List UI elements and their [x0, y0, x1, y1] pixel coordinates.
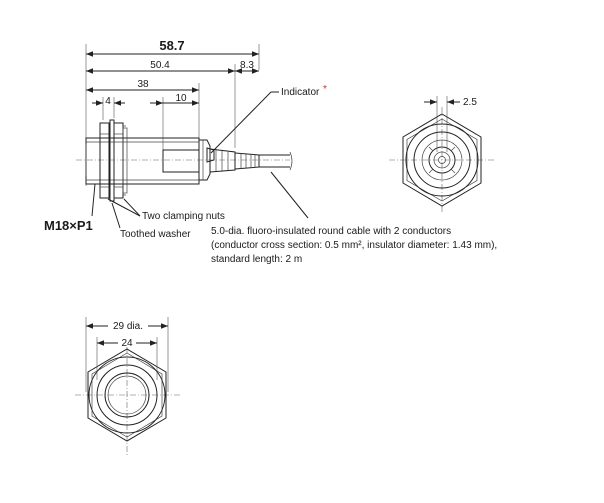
dim-outer-dia: 29 dia. — [113, 321, 143, 332]
rear-housing — [162, 149, 200, 173]
dim-body-length: 50.4 — [150, 60, 170, 71]
side-view: 58.7 50.4 8.3 38 4 10 — [44, 38, 497, 265]
dim-nut-offset: 10 — [175, 93, 187, 104]
end-view-rear: 2.5 — [389, 96, 496, 214]
indicator-asterisk: * — [323, 84, 327, 95]
cable-description-line2: (conductor cross section: 0.5 mm², insul… — [211, 240, 497, 251]
cable-description-line1: 5.0-dia. fluoro-insulated round cable wi… — [211, 226, 451, 237]
cable-description-line3: standard length: 2 m — [211, 254, 302, 265]
threaded-body — [85, 137, 200, 185]
sensing-face — [104, 372, 150, 418]
clamping-nuts-label: Two clamping nuts — [142, 211, 225, 222]
rear-hex-nut — [402, 113, 482, 207]
dim-washer-width: 4 — [105, 96, 111, 107]
indicator-label: Indicator — [281, 87, 320, 98]
dim-cable-section: 8.3 — [240, 60, 254, 71]
clamping-nut-front — [99, 122, 110, 199]
toothed-washer — [109, 119, 115, 202]
toothed-washer-label: Toothed washer — [120, 229, 191, 240]
rear-cable-outlet — [428, 146, 456, 174]
end-view-front: 29 dia. 24 — [75, 317, 180, 455]
dim-thread-length: 38 — [137, 79, 149, 90]
cable — [259, 154, 290, 168]
dim-indicator-offset: 2.5 — [463, 97, 477, 108]
front-hex-nut — [87, 348, 167, 442]
cable-gland — [209, 148, 260, 173]
dim-inner-dia: 24 — [121, 338, 133, 349]
dim-overall-length: 58.7 — [159, 38, 184, 53]
thread-label: M18×P1 — [44, 218, 93, 233]
